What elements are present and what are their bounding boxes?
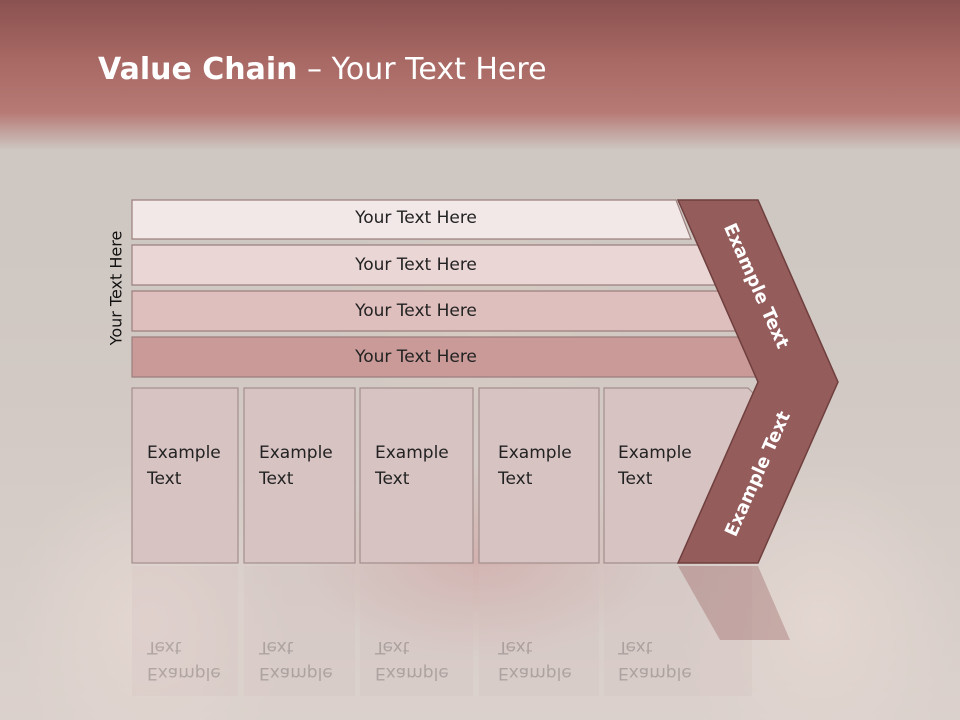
primary-box-1[interactable] (131, 387, 239, 564)
primary-box-5-text: Example Text (618, 443, 692, 489)
primary-box-3-reflection (360, 566, 473, 696)
margin-chevron[interactable] (676, 199, 839, 564)
primary-box-5-text-reflection: Example Text (618, 637, 692, 683)
primary-box-3[interactable] (359, 387, 474, 564)
header-band (0, 0, 960, 150)
support-bar-2-label: Your Text Here (355, 255, 477, 275)
primary-box-2[interactable] (243, 387, 356, 564)
primary-box-2-reflection (244, 566, 355, 696)
support-bar-4-label: Your Text Here (355, 347, 477, 367)
primary-box-4-text-reflection: Example Text (498, 637, 572, 683)
primary-box-1-text: Example Text (147, 443, 221, 489)
primary-box-4[interactable] (478, 387, 600, 564)
slide-title: Value Chain – Your Text Here (98, 52, 547, 96)
primary-box-3-text-reflection: Example Text (375, 637, 449, 683)
margin-chevron-reflection (678, 566, 790, 640)
title-bold: Value Chain (98, 52, 298, 87)
primary-box-1-text-reflection: Example Text (147, 637, 221, 683)
primary-box-1-reflection (132, 566, 238, 696)
support-bar-1-label: Your Text Here (355, 208, 477, 228)
primary-box-3-text: Example Text (375, 443, 449, 489)
primary-box-2-text-reflection: Example Text (259, 637, 333, 683)
primary-box-5-reflection (604, 566, 752, 696)
support-bar-3-label: Your Text Here (355, 301, 477, 321)
title-rest: – Your Text Here (297, 52, 547, 87)
primary-box-4-text: Example Text (498, 443, 572, 489)
primary-box-2-text: Example Text (259, 443, 333, 489)
support-bar-1[interactable] (131, 199, 692, 240)
primary-box-4-reflection (479, 566, 599, 696)
